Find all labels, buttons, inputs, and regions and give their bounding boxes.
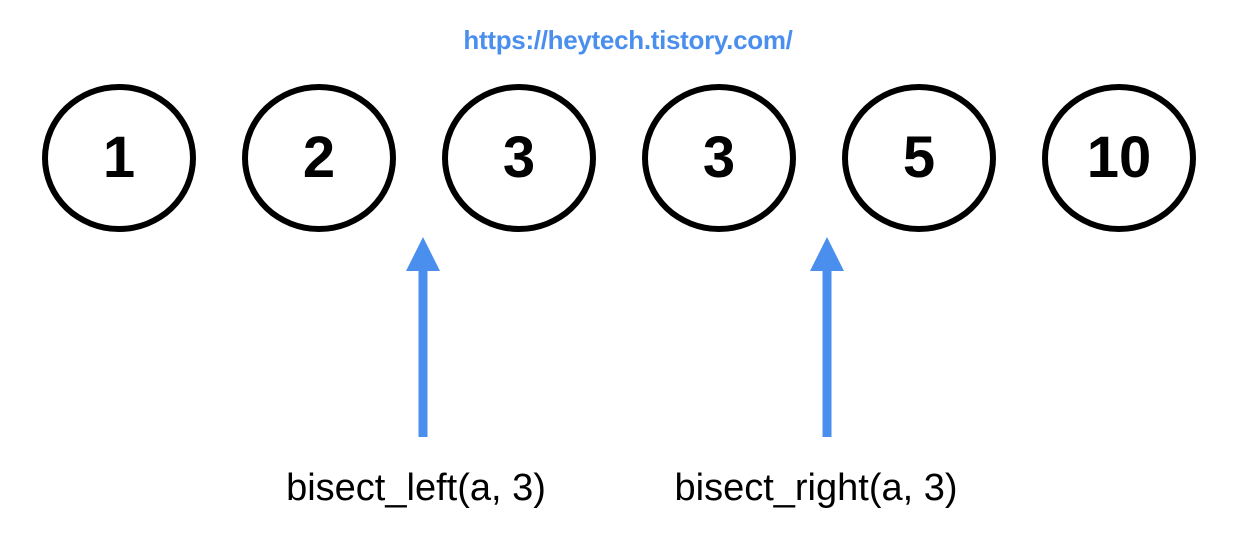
array-element: 1 — [42, 84, 196, 232]
bisect-right-label: bisect_right(a, 3) — [674, 467, 958, 509]
up-arrow-shape — [810, 237, 844, 437]
array-element: 5 — [842, 84, 996, 232]
array-element: 10 — [1042, 84, 1196, 232]
array-element: 3 — [642, 84, 796, 232]
array-element: 2 — [242, 84, 396, 232]
array-element-value: 5 — [902, 125, 936, 190]
source-url-text: https://heytech.tistory.com/ — [463, 25, 793, 55]
array-element-value: 3 — [502, 125, 536, 190]
array-element-value: 10 — [1086, 125, 1152, 190]
array-element: 3 — [442, 84, 596, 232]
up-arrow-shape — [406, 237, 440, 437]
array-circle-row: 1 2 3 3 5 10 — [42, 84, 1196, 232]
up-arrow-icon — [810, 237, 844, 437]
array-element-value: 1 — [102, 125, 136, 190]
array-element-value: 3 — [702, 125, 736, 190]
up-arrow-icon — [406, 237, 440, 437]
bisect-left-label: bisect_left(a, 3) — [286, 467, 546, 509]
array-element-value: 2 — [302, 125, 336, 190]
